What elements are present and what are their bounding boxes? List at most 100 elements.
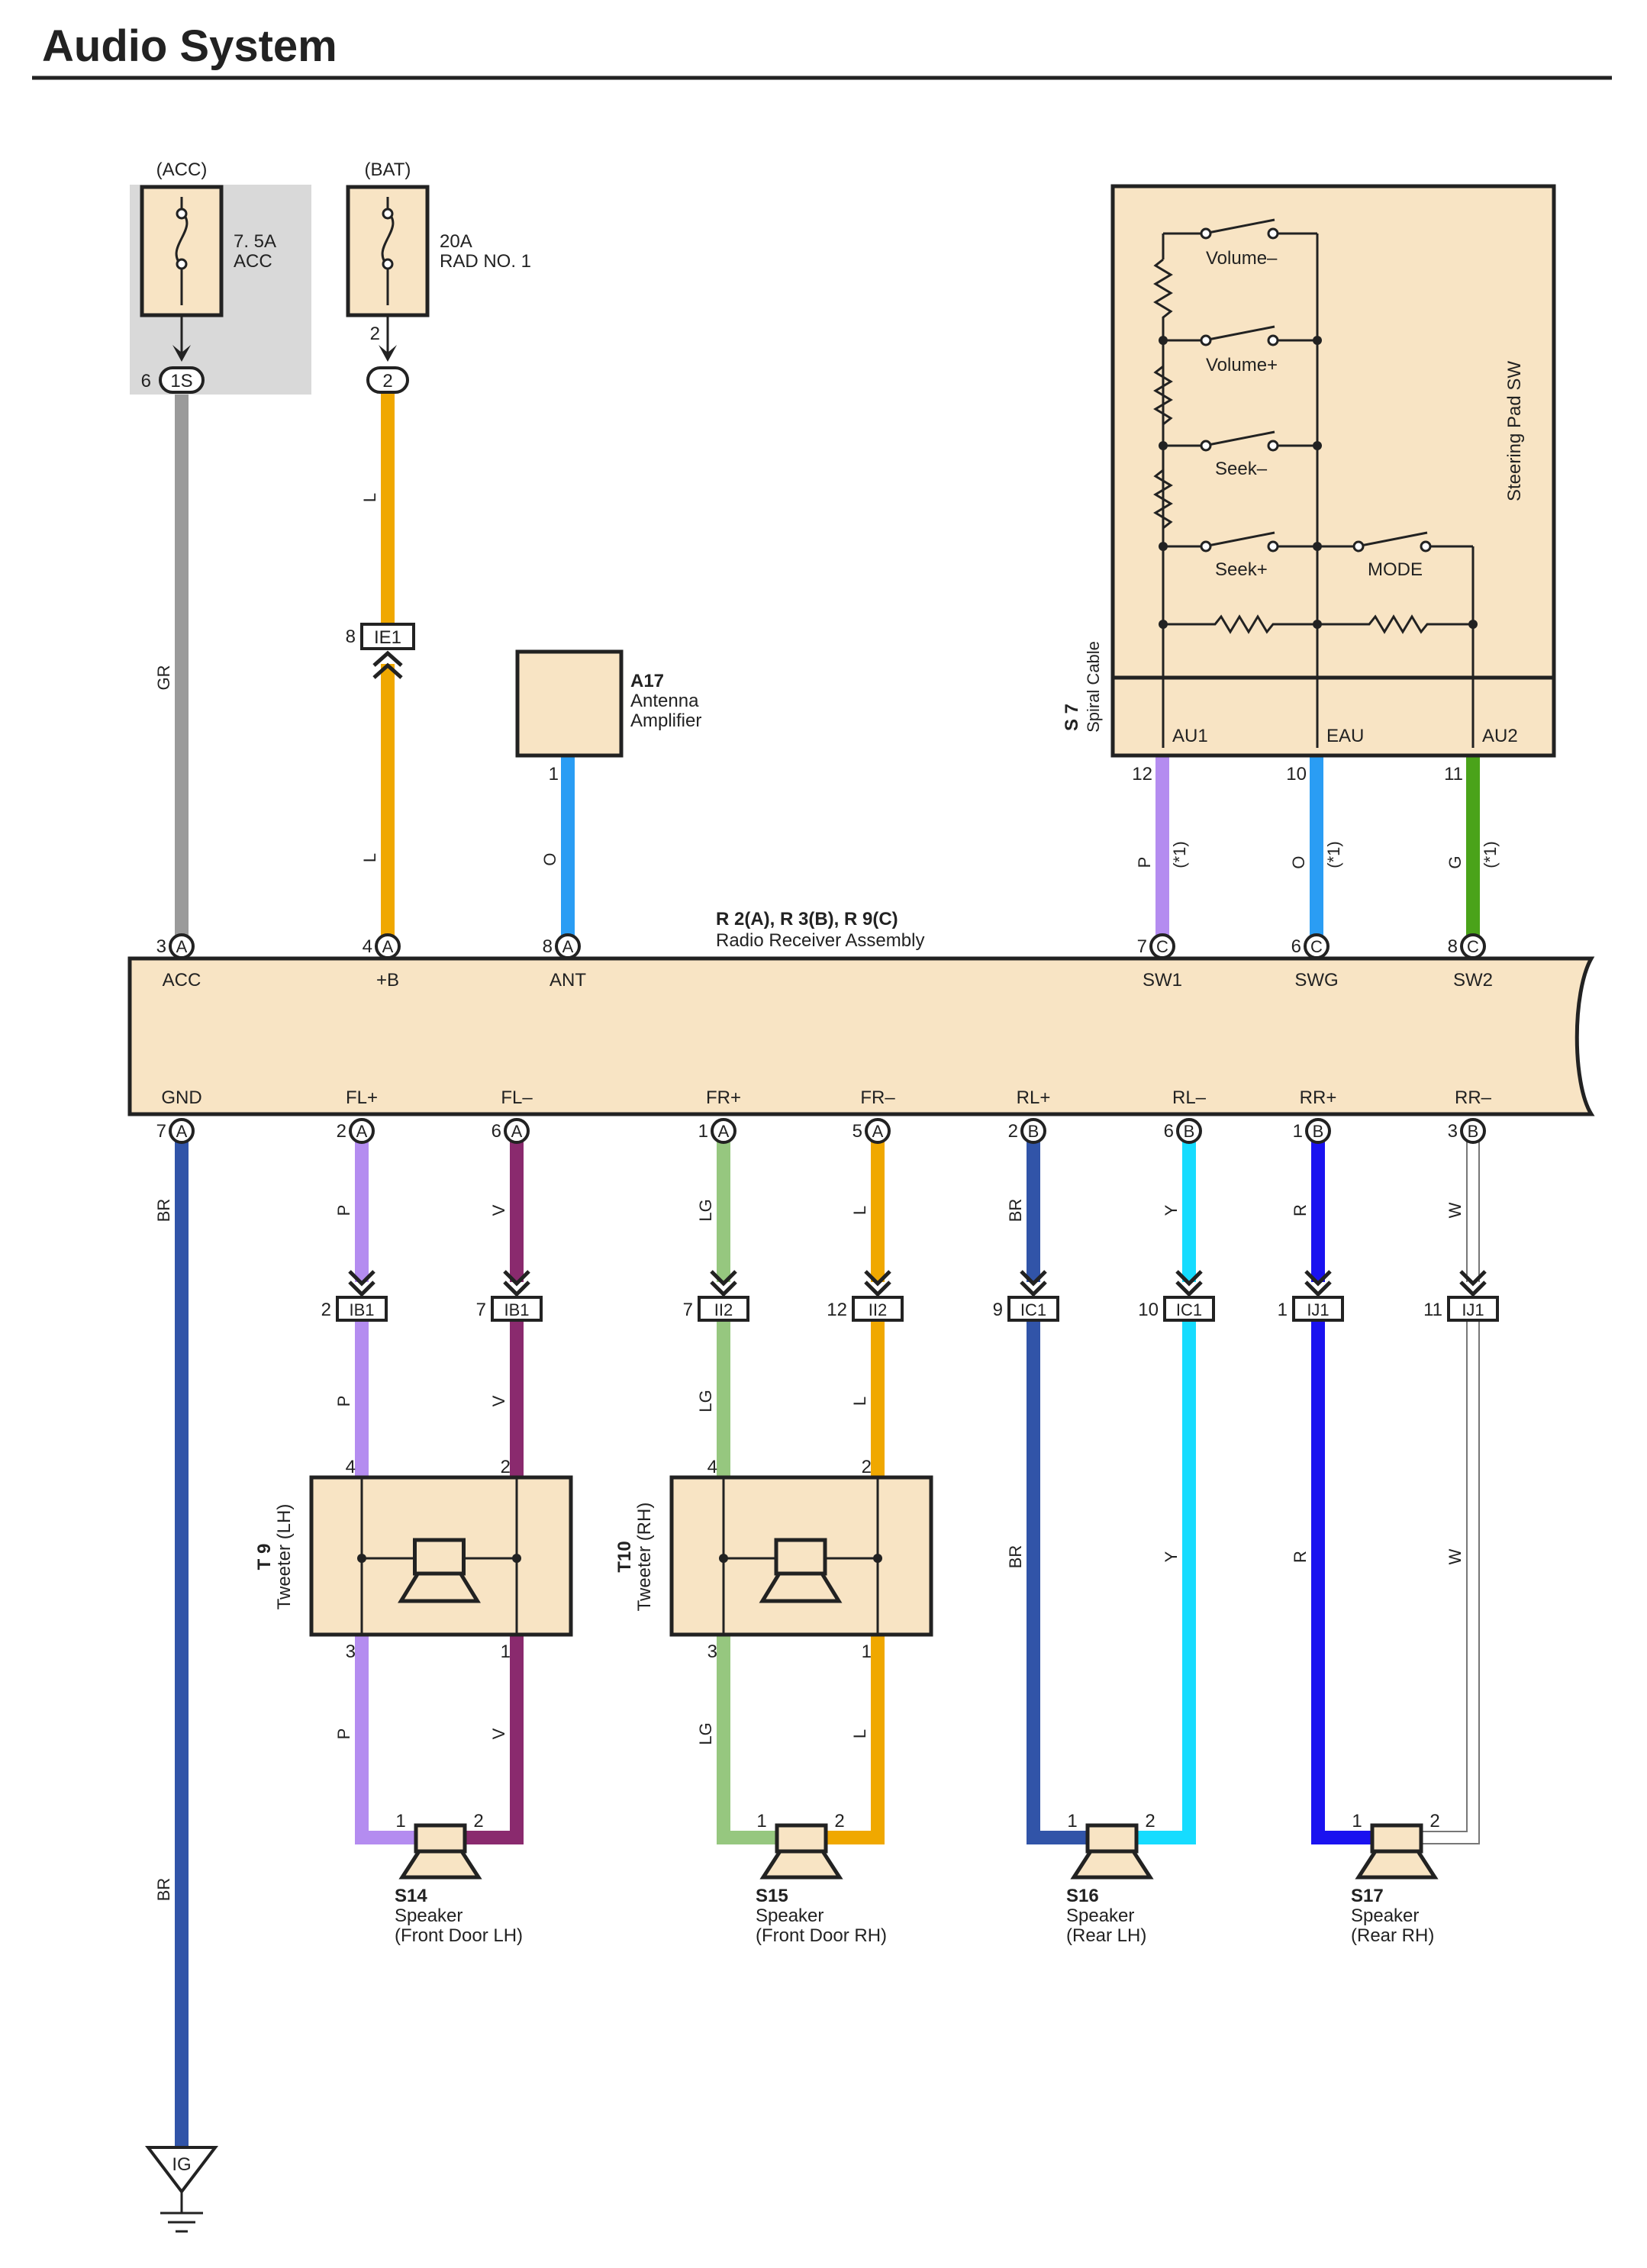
receiver-bottom-pin-2-conn: A	[511, 1122, 523, 1141]
receiver-bottom-pin-0-conn: A	[176, 1122, 188, 1141]
receiver-bottom-pin-4-circle	[865, 1118, 891, 1144]
tweeter-icon-cone-0	[398, 1571, 481, 1603]
c8	[1267, 540, 1279, 553]
receiver-top-label-2: ANT	[550, 970, 586, 991]
switch-seek-minus: Seek–	[1215, 459, 1268, 479]
receiver-bottom-pin-3-num: 1	[698, 1121, 708, 1142]
fuse-bat-power: (BAT)	[365, 159, 411, 180]
receiver-name: Radio Receiver Assembly	[716, 930, 924, 951]
c7	[1200, 540, 1212, 553]
j9	[1468, 620, 1478, 629]
tweeter-name-1: Tweeter (RH)	[634, 1503, 655, 1612]
tweeter-dot-right-0	[512, 1554, 521, 1563]
speaker-location-0: (Front Door LH)	[395, 1925, 523, 1946]
receiver-bottom-label-3: FR+	[706, 1087, 741, 1108]
tweeter-dot-right-1	[873, 1554, 882, 1563]
steering-pad-switch: Steering Pad SW	[1062, 184, 1556, 868]
junction-pin-5: 9	[993, 1300, 1003, 1320]
speaker-icon-magnet-0	[414, 1823, 467, 1854]
fuse-acc-connector	[159, 366, 205, 394]
receiver-bottom-pin-5-conn: B	[1028, 1122, 1039, 1141]
junction-chevrons-2	[503, 1270, 530, 1297]
speaker-icon-cone-1	[759, 1849, 843, 1880]
terminal-eau-pin: 10	[1286, 764, 1307, 784]
wire-code-bottom-b-8: W	[1446, 1548, 1465, 1564]
seek-plus-blade	[1204, 531, 1275, 548]
junction-chevrons-1	[348, 1270, 375, 1297]
radio-receiver-assembly: R 2(A), R 3(B), R 9(C) Radio Receiver As…	[127, 909, 1595, 1116]
resistor-1	[1153, 258, 1173, 340]
wire-code-bottom-c-2: V	[489, 1728, 508, 1739]
tweeter-out-pin-b-1: 1	[862, 1641, 872, 1662]
receiver-bottom-pin-2-num: 6	[492, 1121, 501, 1142]
tweeter-dot-left-1	[719, 1554, 728, 1563]
receiver-top-pin-4-circle	[1304, 933, 1330, 959]
receiver-bottom-pin-0-circle	[169, 1118, 195, 1144]
wire-code-bottom-b-2: V	[489, 1395, 508, 1406]
wire-code-bottom-a-1: P	[334, 1205, 353, 1216]
receiver-bottom-pin-8-circle	[1460, 1118, 1486, 1144]
j8	[1313, 620, 1322, 629]
receiver-top-pin-0-num: 3	[156, 936, 166, 957]
receiver-bottom-pin-3-circle	[711, 1118, 736, 1144]
receiver-bottom-pin-4-conn: A	[872, 1122, 884, 1141]
wire-rrm-2	[1423, 1319, 1480, 1844]
wires	[175, 391, 1480, 2152]
fuse-acc: (ACC) 7. 5A ACC 6 1S	[140, 159, 276, 394]
junction-pin-1: 2	[321, 1300, 331, 1320]
antenna-box	[515, 649, 624, 758]
junction-box-3	[698, 1296, 749, 1322]
receiver-top-pin-2-num: 8	[543, 936, 553, 957]
terminal-au2: AU2	[1482, 726, 1518, 746]
wire-code-sw1: P	[1135, 857, 1154, 868]
tweeter-dot-left-0	[357, 1554, 366, 1563]
wire-flp-3	[355, 1635, 416, 1844]
fuse-bat-dot-bottom	[382, 258, 394, 270]
junction-ie1-code: IE1	[374, 627, 401, 648]
speaker-name-1: Speaker	[756, 1906, 824, 1926]
junction-ie1: 8 IE1	[346, 623, 415, 679]
mode-blade	[1356, 531, 1428, 548]
receiver-top-pin-5-conn: C	[1467, 937, 1479, 956]
receiver-top-label-1: +B	[376, 970, 399, 991]
speaker-name-2: Speaker	[1066, 1906, 1134, 1926]
junction-ie1-box	[360, 623, 415, 650]
speaker-pin-a-3: 1	[1352, 1811, 1362, 1831]
fuse-acc-dot-top	[176, 208, 188, 220]
receiver-id: R 2(A), R 3(B), R 9(C)	[716, 909, 898, 929]
vol-plus-blade	[1204, 325, 1275, 342]
wire-flm-3	[466, 1635, 524, 1844]
junction-code-1: IB1	[349, 1300, 374, 1319]
receiver-bottom-label-8: RR–	[1455, 1087, 1492, 1108]
wire-code-acc: GR	[154, 665, 173, 691]
receiver-top-pin-0-circle	[169, 933, 195, 959]
wire-frm-3	[827, 1635, 885, 1844]
wire-rlp-2	[1027, 1319, 1087, 1844]
wire-code-bottom-b-4: L	[850, 1397, 869, 1406]
speaker-icon-cone-0	[398, 1849, 482, 1880]
receiver-bottom-pin-1-num: 2	[337, 1121, 346, 1142]
speaker-location-2: (Rear LH)	[1066, 1925, 1146, 1946]
receiver-bottom-pin-3-conn: A	[718, 1122, 730, 1141]
fuse-bat-connector	[366, 366, 409, 394]
note-au2: (*1)	[1481, 841, 1500, 868]
c9	[1352, 540, 1365, 553]
bottom-resistor-2	[1317, 614, 1473, 634]
junction-chevrons-5	[1020, 1270, 1047, 1297]
junction-chevrons-4	[864, 1270, 891, 1297]
note-au1: (*1)	[1170, 841, 1189, 868]
junction-pin-3: 7	[683, 1300, 693, 1320]
junction-box-8	[1447, 1296, 1499, 1322]
wire-code-bottom-a-8: W	[1446, 1202, 1465, 1218]
antenna-id: A17	[630, 671, 664, 691]
wire-code-bottom-a-5: BR	[1006, 1199, 1025, 1223]
wire-code-gnd-lower: BR	[154, 1878, 173, 1902]
bottom-resistor-1	[1163, 614, 1317, 634]
resistor-2	[1153, 340, 1173, 446]
receiver-bottom-pin-7-num: 1	[1293, 1121, 1303, 1142]
junction-pin-2: 7	[476, 1300, 486, 1320]
antenna-pin: 1	[549, 764, 559, 784]
receiver-bottom-pin-8-num: 3	[1448, 1121, 1458, 1142]
speaker-pin-a-1: 1	[756, 1811, 766, 1831]
